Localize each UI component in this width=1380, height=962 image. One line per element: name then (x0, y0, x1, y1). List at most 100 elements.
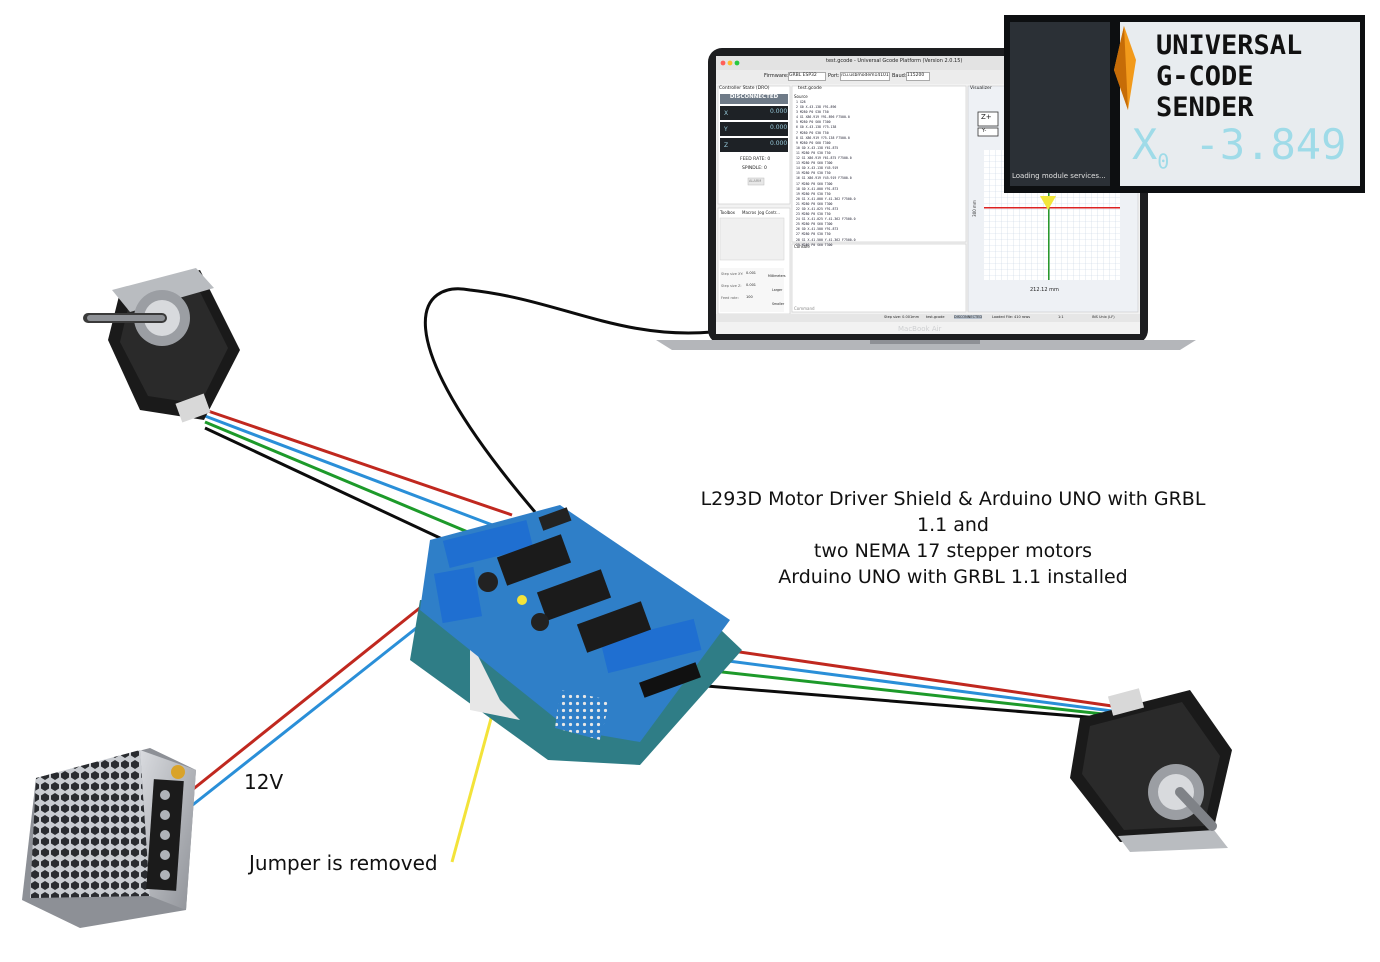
gcode-line: 25 M280 P0 S60 T300 (796, 222, 833, 227)
firmware-label: Firmware: (764, 73, 789, 79)
console-tab[interactable]: Console (794, 244, 810, 249)
status-connection: DISCONNECTED (954, 315, 983, 319)
gcode-line: 28 G1 X-41.500 Y-41.362 F7500.0 (796, 237, 856, 242)
spindle: SPINDLE: 0 (742, 166, 767, 171)
gcode-line: 27 M280 P0 S30 T50 (796, 232, 831, 237)
editor-tab[interactable]: test.gcode (798, 86, 822, 91)
gcode-line: 9 M280 P0 S60 T300 (796, 140, 831, 145)
status-step-size: Step size: 0.001mm (884, 315, 919, 319)
ugs-splash-screen (1004, 15, 1365, 193)
dro-x-value: 0.000 (770, 108, 788, 115)
zoom-in-button[interactable]: Z+ (981, 113, 992, 121)
status-encoding: INS Unix (LF) (1092, 315, 1115, 319)
caption-line-3: two NEMA 17 stepper motors (813, 540, 1093, 562)
gcode-line: 21 M280 P0 S60 T300 (796, 201, 833, 206)
motor-1-wires (204, 408, 513, 547)
dro-z-axis-label: Z (724, 142, 729, 149)
stepper-motor-1 (83, 268, 240, 423)
power-wires (165, 593, 444, 828)
terminal-block-m3m4 (600, 618, 702, 674)
terminal-block-m1m2 (442, 520, 534, 568)
gcode-line: 26 G0 X-41.500 Y91.873 (796, 227, 839, 232)
laptop-brand-label: MacBook Air (898, 325, 942, 333)
gcode-line: 1 G28 (796, 100, 806, 104)
source-tab[interactable]: Source (794, 94, 808, 99)
step-size-z-label: Step size Z: (721, 284, 742, 288)
visualizer-dimension-x: 212.12 mm (1030, 287, 1059, 293)
gcode-line: 20 G1 X-41.000 Y-41.362 F7500.0 (796, 196, 856, 201)
port-select[interactable]: /cu.usbmodem14101 (840, 72, 890, 81)
tab-jog-controller[interactable]: Jog Contr... (758, 210, 780, 215)
gcode-line: 11 M280 P0 S30 T50 (796, 150, 831, 155)
ugs-title: UNIVERSAL G-CODE SENDER (1156, 30, 1302, 123)
y-view-button[interactable]: Y- (982, 128, 987, 134)
tab-macros[interactable]: Macros (742, 210, 757, 215)
gcode-line: 18 G0 X-41.000 Y91.873 (796, 186, 839, 191)
gcode-line: 15 M280 P0 S30 T50 (796, 171, 831, 176)
status-zoom: 1:1 (1058, 315, 1064, 319)
feed-rate-label: Feed rate: (721, 296, 739, 300)
gcode-line: 16 G1 X86.919 Y45.919 F7500.0 (796, 176, 852, 181)
command-input[interactable]: Command (794, 306, 815, 311)
ugs-title-line-3: SENDER (1156, 92, 1254, 123)
ugs-title-line-1: UNIVERSAL (1156, 30, 1303, 61)
larger-button[interactable]: Larger (772, 288, 783, 292)
ic-l293d-2 (536, 569, 612, 621)
visualizer-tab[interactable]: Visualizer (970, 86, 992, 91)
machine-state: DISCONNECTED (729, 94, 779, 100)
l293d-motor-shield (420, 505, 730, 742)
feed-rate: FEED RATE: 0 (740, 157, 771, 162)
port-label: Port: (828, 73, 840, 79)
caption-line-2: 1.1 and (916, 514, 989, 536)
status-loaded-file: Loaded File: 410 rows (992, 315, 1031, 319)
gcode-line: 17 M280 P0 S60 T300 (796, 181, 833, 186)
power-supply (22, 748, 196, 928)
ugs-axis-letter: X (1132, 120, 1158, 169)
feed-rate-input[interactable]: 100 (746, 295, 753, 299)
gcode-line: 3 M280 P0 S30 T50 (796, 110, 829, 115)
gcode-line: 14 G0 X-43.138 Y45.919 (796, 166, 839, 171)
gcode-line: 10 G0 X-43.138 Y61.875 (796, 145, 839, 150)
gcode-line: 2 G0 X-43.138 Y91.896 (796, 105, 837, 110)
dro-x-axis-label: X (724, 110, 729, 117)
step-size-z-input[interactable]: 0.001 (746, 283, 757, 287)
baud-select[interactable]: 115200 (906, 72, 930, 81)
smaller-button[interactable]: Smaller (772, 302, 785, 306)
ugs-title-line-2: G-CODE (1156, 61, 1254, 92)
motor-2-wires (681, 644, 1113, 721)
diagram-caption: L293D Motor Driver Shield & Arduino UNO … (700, 486, 1206, 590)
stepper-motor-2 (1070, 688, 1232, 852)
firmware-select[interactable]: GRBL ESP32 (788, 72, 826, 81)
dro-y-axis-label: Y (724, 126, 728, 133)
visualizer-dimension-y: 300 mm (971, 200, 977, 217)
jumper-label: Jumper is removed (249, 851, 438, 875)
ugs-coordinate-readout: X0 -3.849 (1132, 120, 1346, 173)
tab-toolbox[interactable]: Toolbox (720, 210, 735, 215)
ugs-axis-subscript: 0 (1157, 149, 1170, 174)
gcode-line: 4 G1 X86.919 Y91.896 F7500.0 (796, 115, 850, 120)
ic-74hc595 (576, 601, 652, 653)
usb-cable (423, 287, 713, 513)
voltage-label: 12V (244, 770, 284, 794)
gcode-line: 7 M280 P0 S30 T50 (796, 130, 829, 135)
caption-line-4: Arduino UNO with GRBL 1.1 installed (778, 566, 1128, 588)
gcode-line: 24 G1 X-41.025 Y-41.362 F7500.0 (796, 217, 856, 222)
millimeters-button[interactable]: Millimeters (768, 274, 786, 278)
gcode-line: 13 M280 P0 S60 T300 (796, 161, 833, 166)
status-file-name: test.gcode (926, 315, 945, 319)
gcode-line: 29 M280 P0 S60 T300 (796, 242, 833, 247)
gcode-line: 12 G1 X86.919 Y61.875 F7500.0 (796, 156, 852, 161)
baud-label: Baud: (892, 73, 907, 79)
alarm-button[interactable]: ALARM (749, 179, 762, 183)
step-size-xy-label: Step size XY: (721, 272, 744, 276)
laptop-ui: test.gcode - Universal Gcode Platform (V… (716, 56, 1140, 334)
step-size-xy-input[interactable]: 0.001 (746, 271, 757, 275)
gcode-line: 23 M280 P0 S30 T50 (796, 212, 831, 217)
gcode-line: 5 M280 P0 S60 T300 (796, 120, 831, 125)
controller-panel-title: Controller State (DRO) (719, 86, 770, 91)
dro-z-value: 0.000 (770, 140, 788, 147)
window-title: test.gcode - Universal Gcode Platform (V… (826, 58, 963, 64)
ugs-loading-text: Loading module services... (1012, 172, 1106, 180)
